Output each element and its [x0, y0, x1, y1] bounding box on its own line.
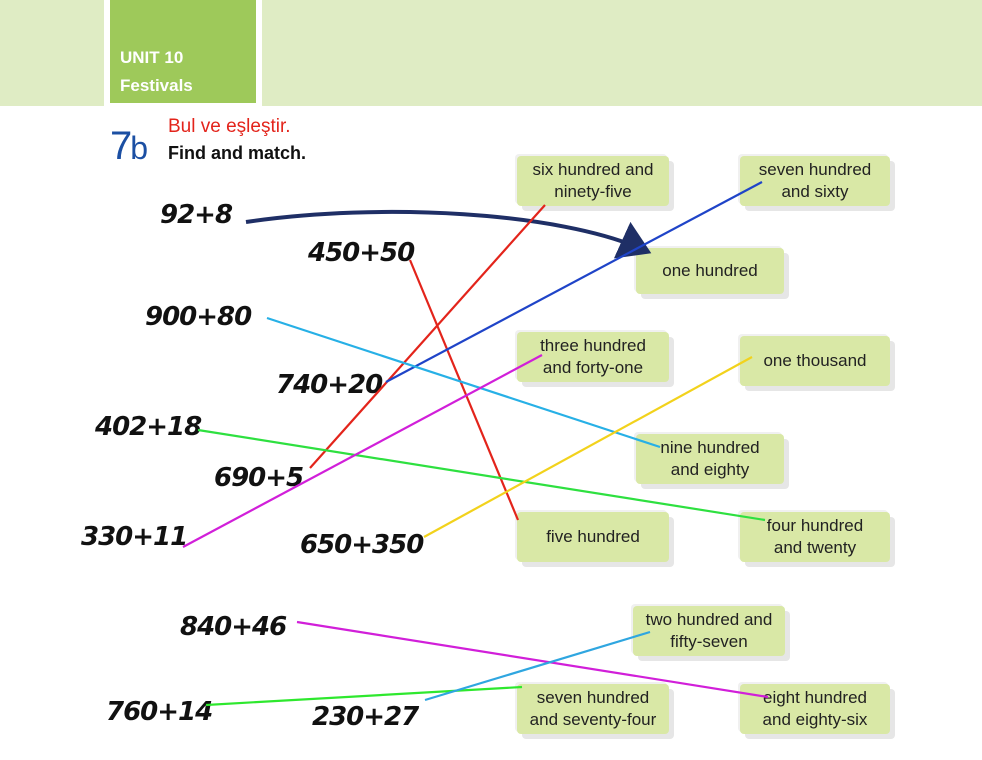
answer-box[interactable]: one thousand: [740, 336, 890, 386]
sum-item: 450+50: [308, 238, 415, 268]
unit-label: UNIT 10: [120, 48, 184, 67]
instruction-english: Find and match.: [168, 143, 307, 163]
answer-box[interactable]: three hundred and forty-one: [517, 332, 669, 382]
match-line: [408, 259, 520, 521]
answer-box[interactable]: seven hundred and seventy-four: [517, 684, 669, 734]
sum-item: 92+8: [160, 200, 233, 230]
answer-box[interactable]: six hundred and ninety-five: [517, 156, 669, 206]
answer-box[interactable]: nine hundred and eighty: [636, 434, 784, 484]
exercise-number-letter: b: [130, 130, 148, 166]
sum-item: 840+46: [180, 612, 287, 642]
sum-item: 740+20: [276, 370, 383, 400]
answer-box[interactable]: five hundred: [517, 512, 669, 562]
unit-badge: UNIT 10 Festivals: [104, 0, 262, 106]
sum-item: 690+5: [214, 463, 304, 493]
exercise-number-digit: 7: [110, 124, 132, 168]
answer-box[interactable]: four hundred and twenty: [740, 512, 890, 562]
sum-item: 230+27: [312, 702, 419, 732]
sum-item: 330+11: [81, 522, 188, 552]
sum-item: 402+18: [95, 412, 202, 442]
answer-box[interactable]: one hundred: [636, 248, 784, 294]
unit-name: Festivals: [120, 76, 193, 95]
answer-box[interactable]: two hundred and fifty-seven: [633, 606, 785, 656]
sum-item: 900+80: [145, 302, 252, 332]
instruction-turkish: Bul ve eşleştir.: [168, 116, 291, 137]
unit-badge-fill: UNIT 10 Festivals: [110, 0, 256, 103]
answer-box[interactable]: seven hundred and sixty: [740, 156, 890, 206]
example-arrow: [245, 209, 652, 259]
sum-item: 650+350: [300, 530, 424, 560]
exercise-number: 7b: [110, 124, 148, 169]
answer-box[interactable]: eight hundred and eighty-six: [740, 684, 890, 734]
sum-item: 760+14: [106, 697, 213, 727]
